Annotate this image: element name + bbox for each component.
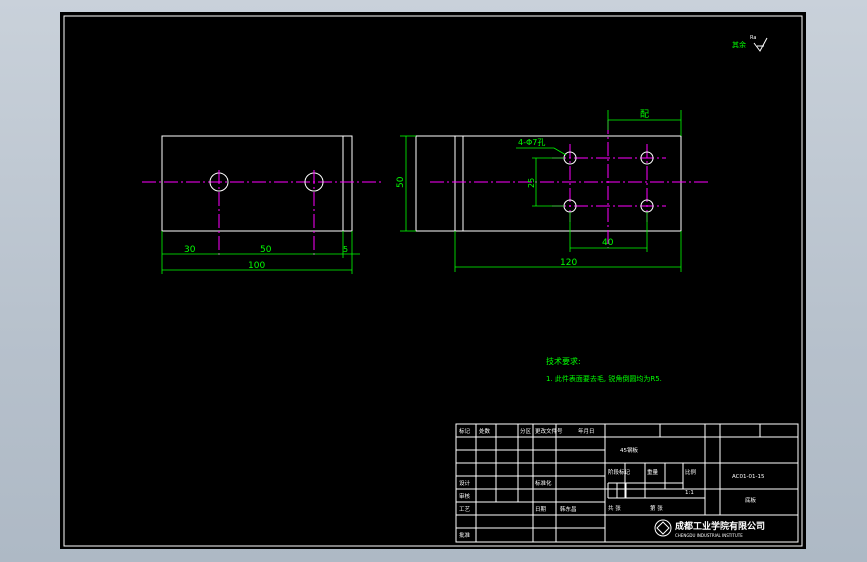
row-date: 日期: [535, 506, 547, 513]
right-view: 4-Φ7孔 配 50 25 40 120: [396, 109, 708, 272]
company-name: 成都工业学院有限公司: [675, 520, 765, 532]
title-block: 标记 处数 分区 更改文件号 年月日 设计 标准化 审核 工艺 日期 批准 韩东…: [455, 423, 799, 543]
dim-120: 120: [560, 258, 577, 268]
part-name: 底板: [745, 496, 757, 504]
rev-date: 年月日: [578, 427, 595, 435]
part-number: AC01-01-15: [732, 474, 765, 480]
dim-25: 25: [527, 178, 536, 188]
dim-40: 40: [602, 238, 614, 248]
drawing-border: [63, 15, 803, 547]
dim-30: 30: [184, 245, 196, 255]
dim-top: 配: [640, 109, 649, 120]
dim-5: 5: [343, 245, 348, 254]
technical-notes: 技术要求: 1. 此件表面要去毛, 锐角倒圆均为R5.: [546, 356, 662, 383]
stage-scale: 比例: [685, 468, 697, 476]
dim-100: 100: [248, 261, 265, 271]
material: 45钢板: [620, 446, 638, 454]
rev-zone: 分区: [520, 427, 532, 435]
row-design: 设计: [459, 479, 471, 487]
right-view-outline: [415, 135, 682, 232]
cad-drawing: 其余 Ra 30 50 5 100: [63, 15, 803, 547]
company-logo: [654, 519, 672, 537]
dim-50: 50: [260, 245, 272, 255]
signature-name: 韩东昌: [560, 505, 577, 513]
roughness-value: Ra: [750, 35, 756, 41]
row-craft: 工艺: [459, 506, 471, 513]
rev-count: 处数: [479, 427, 491, 435]
stage-weight: 重量: [647, 468, 659, 476]
rev-docno: 更改文件号: [535, 427, 563, 435]
rev-mark: 标记: [459, 427, 471, 435]
left-view-outline: [161, 135, 353, 232]
notes-line-1: 1. 此件表面要去毛, 锐角倒圆均为R5.: [546, 374, 662, 383]
drawing-sheet: 其余 Ra 30 50 5 100: [60, 12, 806, 549]
dim-50-height: 50: [396, 176, 406, 188]
row-std: 标准化: [535, 479, 552, 487]
notes-title: 技术要求:: [546, 356, 581, 366]
row-check: 审核: [459, 492, 471, 500]
sheets-current: 第 张: [650, 504, 663, 512]
scale-value: 1:1: [685, 490, 694, 496]
title-block-frame: [455, 423, 799, 543]
left-view: 30 50 5 100: [142, 135, 382, 274]
sheets-total: 共 张: [608, 504, 621, 512]
roughness-label: 其余: [732, 40, 746, 49]
right-hole-2: [640, 151, 654, 165]
dim-hole-callout: 4-Φ7孔: [518, 138, 545, 147]
row-approve: 批准: [459, 531, 471, 539]
roughness-symbol: 其余 Ra: [732, 35, 768, 52]
company-subtitle: CHENGDU INDUSTRIAL INSTITUTE: [675, 533, 743, 538]
stage-label: 阶段标记: [608, 468, 631, 476]
